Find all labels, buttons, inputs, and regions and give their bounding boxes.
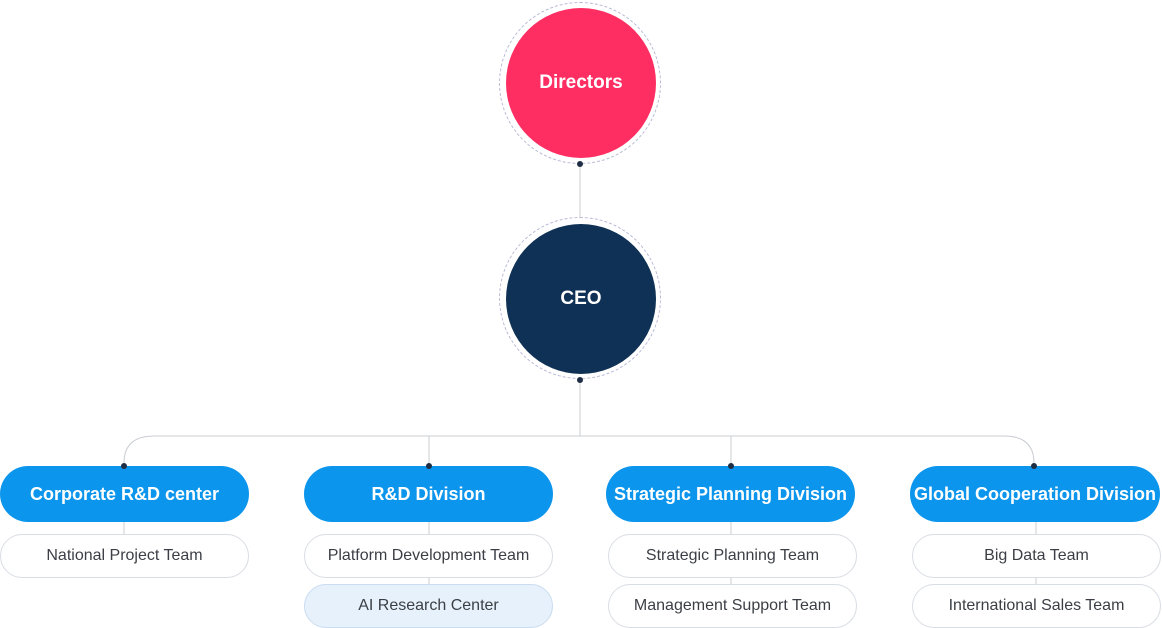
team-strategic-planning[interactable]: Strategic Planning Team: [608, 534, 857, 578]
corporate-junction-dot: [121, 463, 127, 469]
directors-label: Directors: [539, 72, 623, 93]
ceo-node[interactable]: CEO: [506, 224, 656, 374]
team-international-sales[interactable]: International Sales Team: [912, 584, 1161, 628]
team-label: Strategic Planning Team: [645, 547, 820, 564]
division-strategic-planning[interactable]: Strategic Planning Division: [606, 466, 855, 522]
ceo-label: CEO: [560, 288, 602, 309]
division-label: Strategic Planning Division: [613, 483, 848, 504]
team-label: Big Data Team: [984, 547, 1089, 564]
division-label: Global Cooperation Division: [913, 483, 1156, 504]
team-platform-development[interactable]: Platform Development Team: [304, 534, 553, 578]
team-national-project[interactable]: National Project Team: [0, 534, 249, 578]
directors-bottom-dot: [577, 161, 583, 167]
rnd-junction-dot: [426, 463, 432, 469]
division-corporate-rnd-center[interactable]: Corporate R&D center: [0, 466, 249, 522]
team-label: International Sales Team: [948, 597, 1125, 614]
team-label: AI Research Center: [358, 597, 499, 614]
team-label: National Project Team: [46, 547, 203, 564]
global-junction-dot: [1031, 463, 1037, 469]
directors-node[interactable]: Directors: [506, 8, 656, 158]
team-management-support[interactable]: Management Support Team: [608, 584, 857, 628]
division-branch-connector: [123, 435, 1035, 466]
division-label: Corporate R&D center: [29, 483, 220, 504]
team-big-data[interactable]: Big Data Team: [912, 534, 1161, 578]
division-rnd[interactable]: R&D Division: [304, 466, 553, 522]
strategic-junction-dot: [728, 463, 734, 469]
team-label: Management Support Team: [633, 597, 832, 614]
division-label: R&D Division: [371, 483, 486, 504]
team-ai-research-center[interactable]: AI Research Center: [304, 584, 553, 628]
ceo-bottom-dot: [577, 377, 583, 383]
team-label: Platform Development Team: [327, 547, 530, 564]
division-global-cooperation[interactable]: Global Cooperation Division: [910, 466, 1160, 522]
